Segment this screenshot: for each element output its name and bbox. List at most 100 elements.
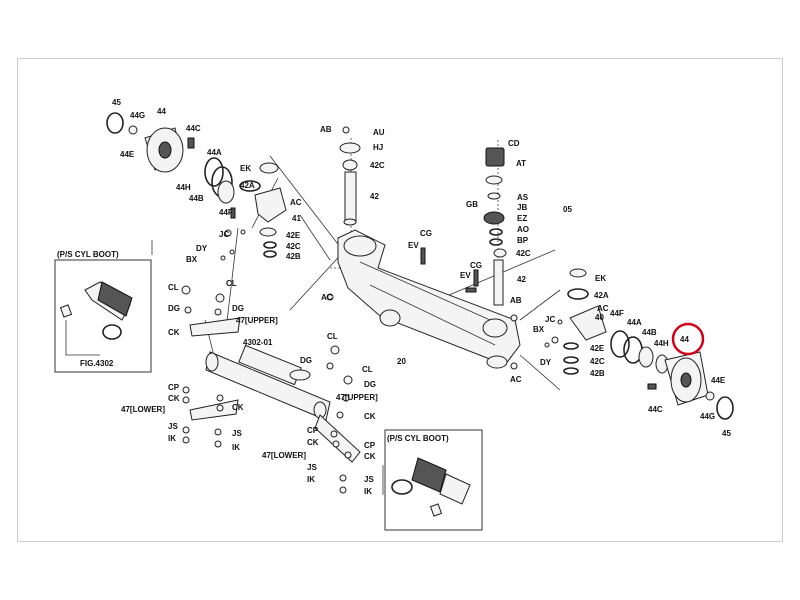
label-44h: 44H xyxy=(176,183,191,192)
label-42e: 42E xyxy=(286,231,301,240)
label-ck-4: CK xyxy=(364,412,376,421)
label-bx: BX xyxy=(186,255,198,264)
label-ik-4: IK xyxy=(364,487,372,496)
label-44e-2: 44E xyxy=(711,376,726,385)
label-dy: DY xyxy=(196,244,208,253)
label-42a: 42A xyxy=(240,181,255,190)
label-44h-2: 44H xyxy=(654,339,669,348)
label-ab-2: AB xyxy=(510,296,522,305)
label-45: 45 xyxy=(112,98,121,107)
label-jb: JB xyxy=(517,203,527,212)
label-hj: HJ xyxy=(373,143,383,152)
label-dg-4: DG xyxy=(364,380,376,389)
label-ek: EK xyxy=(240,164,251,173)
steering-cylinder-left xyxy=(189,317,361,463)
label-ez: EZ xyxy=(517,214,527,223)
label-cl-4: CL xyxy=(362,365,373,374)
label-47-lower-1: 47[LOWER] xyxy=(121,405,165,414)
label-ck-6: CK xyxy=(364,452,376,461)
label-ik-2: IK xyxy=(232,443,240,452)
label-cg: CG xyxy=(420,229,432,238)
label-jc-2: JC xyxy=(545,315,555,324)
label-cl-2: CL xyxy=(226,279,237,288)
label-js-3: JS xyxy=(307,463,317,472)
hub-assembly-right xyxy=(563,268,734,420)
label-ao: AO xyxy=(517,225,529,234)
label-42b-2: 42B xyxy=(590,369,605,378)
inset-left-reference: FIG.4302 xyxy=(80,359,114,368)
label-42e-2: 42E xyxy=(590,344,605,353)
highlight-circle-44 xyxy=(671,322,705,356)
label-44f: 44F xyxy=(219,208,233,217)
label-ck-3: CK xyxy=(232,403,244,412)
inset-right-title: (P/S CYL BOOT) xyxy=(387,434,449,443)
label-dg-2: DG xyxy=(232,304,244,313)
label-41: 41 xyxy=(292,214,301,223)
label-js-1: JS xyxy=(168,422,178,431)
label-44b: 44B xyxy=(189,194,204,203)
label-ik-1: IK xyxy=(168,434,176,443)
label-ab: AB xyxy=(320,125,332,134)
part-labels: 45 44G 44 44E 44C 44A 44H 44B 44F EK 42A… xyxy=(112,98,731,496)
label-cl-1: CL xyxy=(168,283,179,292)
label-47-upper-1: 47[UPPER] xyxy=(236,316,278,325)
label-05: 05 xyxy=(563,205,572,214)
label-ik-3: IK xyxy=(307,475,315,484)
king-pin-stack-center xyxy=(339,126,361,226)
label-bx-2: BX xyxy=(533,325,545,334)
label-bp: BP xyxy=(517,236,529,245)
label-cp-2: CP xyxy=(307,426,319,435)
label-ac-2: AC xyxy=(321,293,333,302)
label-40: 40 xyxy=(595,313,604,322)
label-4302-01: 4302-01 xyxy=(243,338,273,347)
label-44a: 44A xyxy=(207,148,222,157)
label-44c-2: 44C xyxy=(648,405,663,414)
label-cd: CD xyxy=(508,139,520,148)
label-cp-3: CP xyxy=(364,441,376,450)
label-42c-mid: 42C xyxy=(516,249,531,258)
label-42b: 42B xyxy=(286,252,301,261)
hub-assembly-left xyxy=(106,112,287,258)
label-ac-3: AC xyxy=(597,304,609,313)
label-47-upper-2: 47[UPPER] xyxy=(336,393,378,402)
label-42-top: 42 xyxy=(370,192,379,201)
label-cl-3: CL xyxy=(327,332,338,341)
label-dg-1: DG xyxy=(168,304,180,313)
inset-left-title: (P/S CYL BOOT) xyxy=(57,250,119,259)
label-ac-4: AC xyxy=(510,375,522,384)
label-42a-2: 42A xyxy=(594,291,609,300)
label-dg-3: DG xyxy=(300,356,312,365)
label-ck-1: CK xyxy=(168,328,180,337)
label-42c: 42C xyxy=(286,242,301,251)
label-cg-2: CG xyxy=(470,261,482,270)
label-ac: AC xyxy=(290,198,302,207)
label-47-lower-2: 47[LOWER] xyxy=(262,451,306,460)
label-20: 20 xyxy=(397,357,406,366)
label-ev-2: EV xyxy=(460,271,471,280)
label-ck-5: CK xyxy=(307,438,319,447)
label-42c-top: 42C xyxy=(370,161,385,170)
inset-box-left xyxy=(54,259,152,373)
label-44a-2: 44A xyxy=(627,318,642,327)
label-au: AU xyxy=(373,128,385,137)
label-42c-2: 42C xyxy=(590,357,605,366)
king-pin-stack-right xyxy=(420,147,507,306)
label-as: AS xyxy=(517,193,529,202)
inset-box-right xyxy=(384,429,483,531)
label-45-2: 45 xyxy=(722,429,731,438)
label-at: AT xyxy=(516,159,526,168)
label-44f-2: 44F xyxy=(610,309,624,318)
label-44b-2: 44B xyxy=(642,328,657,337)
label-44-highlighted: 44 xyxy=(680,335,689,344)
label-42-mid: 42 xyxy=(517,275,526,284)
label-gb: GB xyxy=(466,200,478,209)
label-js-2: JS xyxy=(232,429,242,438)
axle-beam xyxy=(337,229,521,369)
label-ev: EV xyxy=(408,241,419,250)
label-44g: 44G xyxy=(130,111,145,120)
label-cp-1: CP xyxy=(168,383,180,392)
label-44e: 44E xyxy=(120,150,135,159)
label-jc: JC xyxy=(219,230,229,239)
